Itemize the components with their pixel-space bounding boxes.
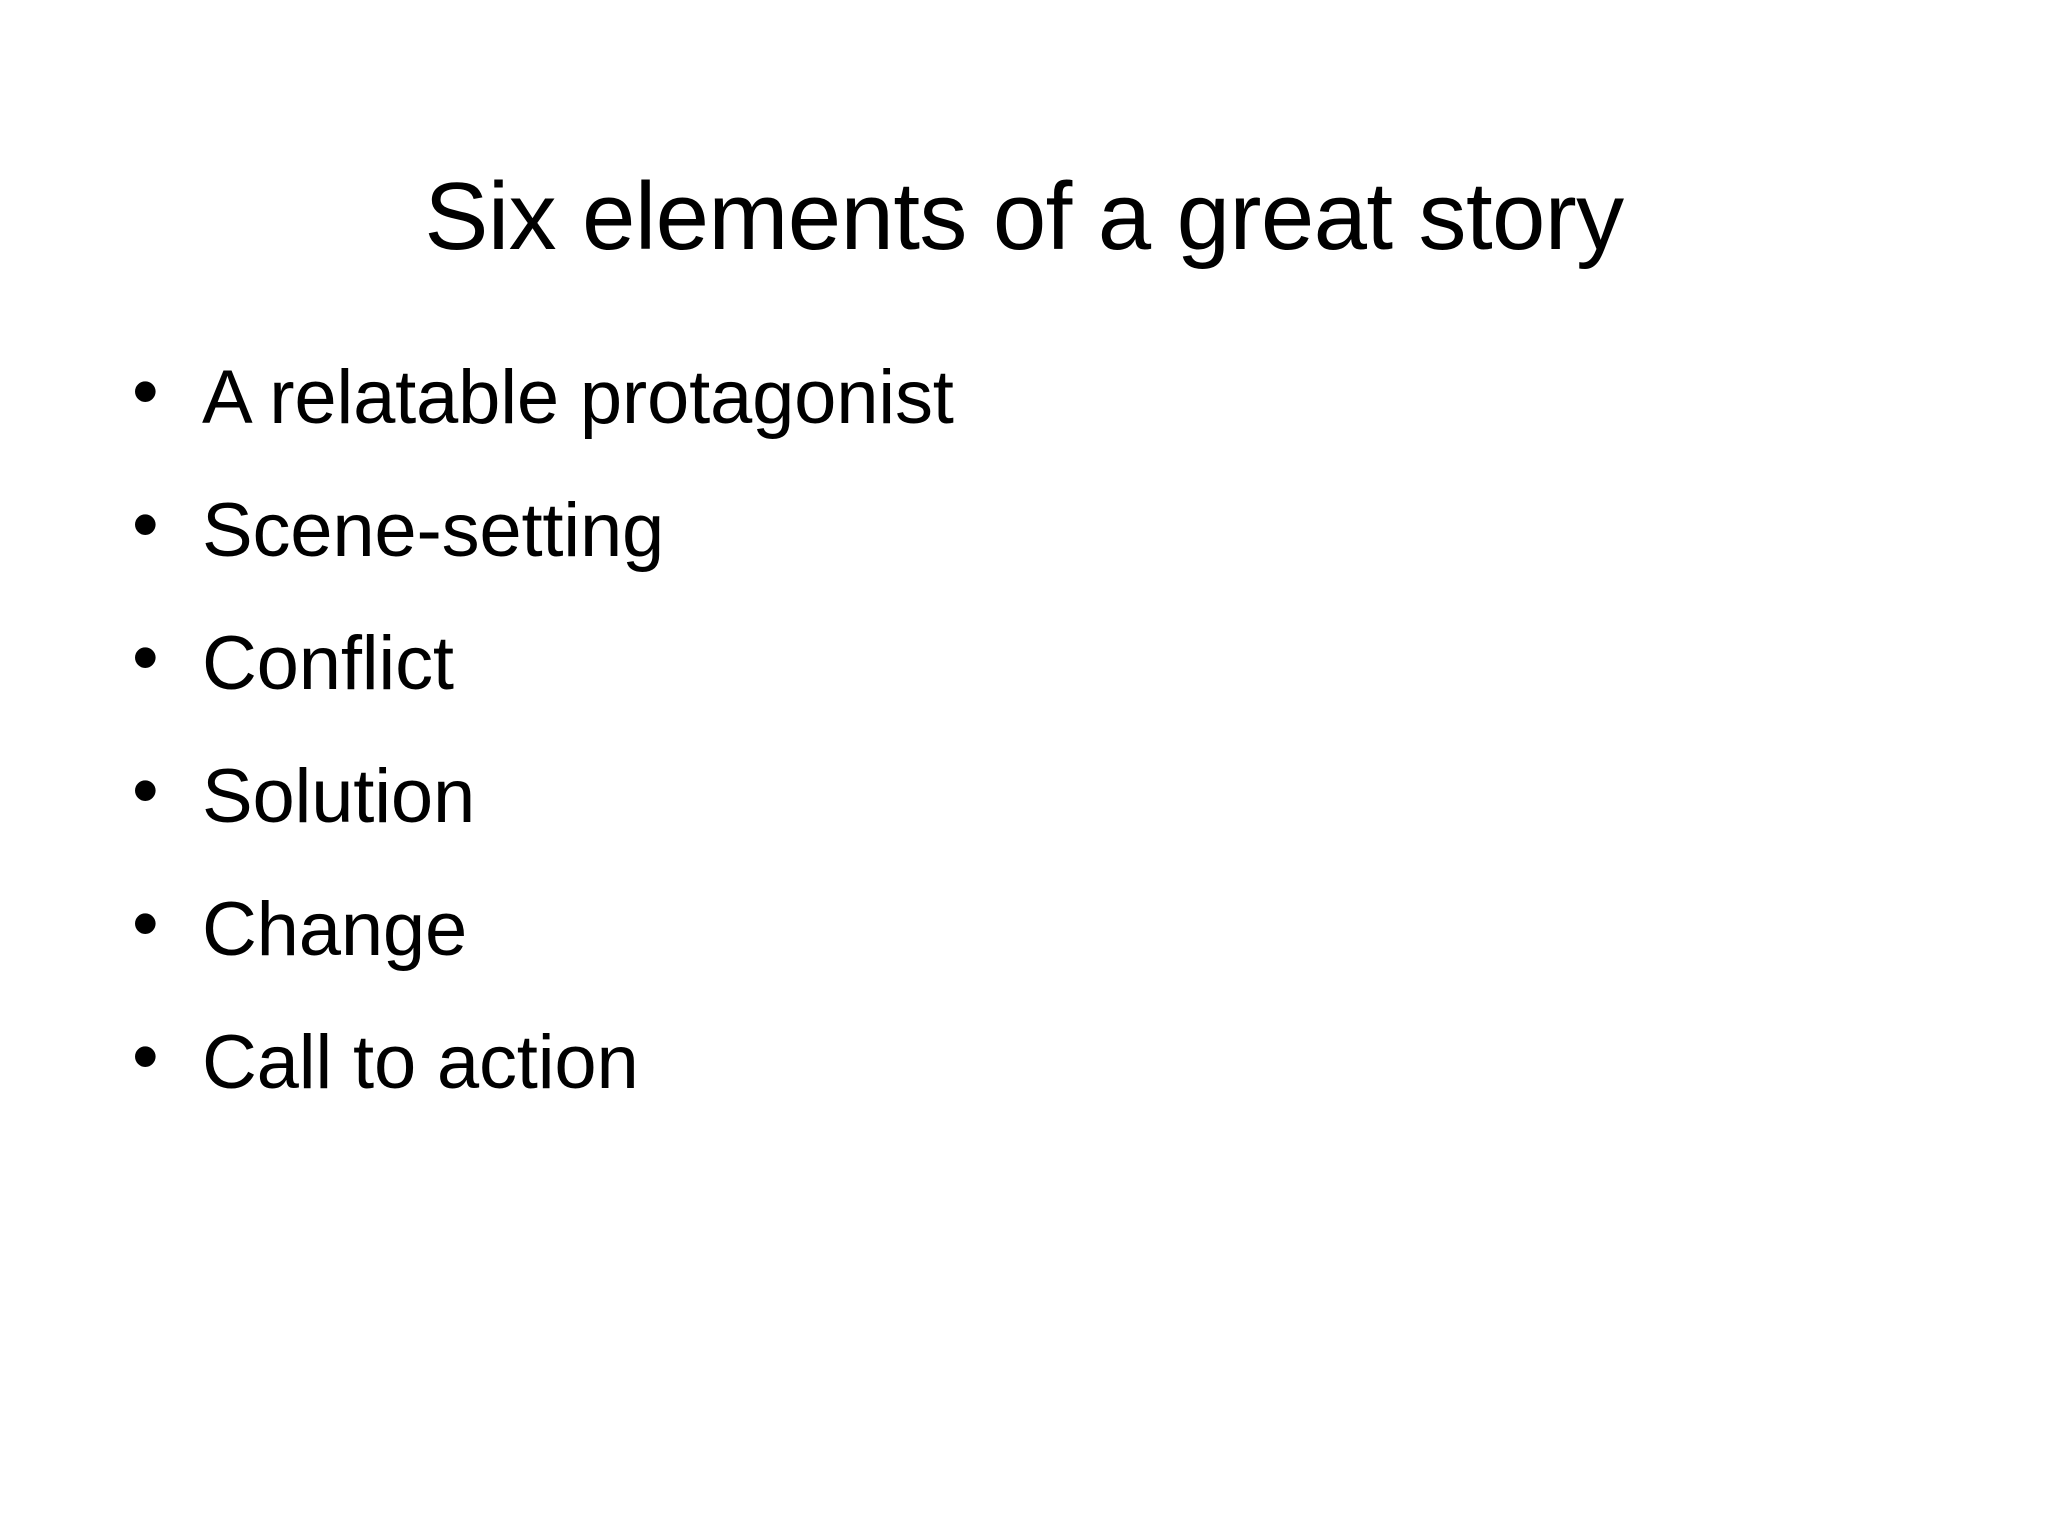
- list-item: • Solution: [128, 753, 1928, 892]
- list-item-label: Conflict: [202, 621, 454, 706]
- list-item-label: Change: [202, 887, 468, 972]
- bullet-dot-icon: •: [132, 881, 159, 966]
- list-item: • Conflict: [128, 620, 1928, 759]
- list-item-label: Scene-setting: [202, 488, 665, 573]
- bullet-list: • A relatable protagonist • Scene-settin…: [128, 354, 1928, 1158]
- bullet-dot-icon: •: [132, 349, 159, 434]
- list-item-label: Solution: [202, 754, 476, 839]
- bullet-dot-icon: •: [132, 615, 159, 700]
- list-item: • A relatable protagonist: [128, 354, 1928, 493]
- list-item: • Scene-setting: [128, 487, 1928, 626]
- page-title: Six elements of a great story: [424, 163, 1624, 271]
- bullet-dot-icon: •: [132, 482, 159, 567]
- list-item: • Change: [128, 886, 1928, 1025]
- slide-title-placeholder: Six elements of a great story: [128, 96, 1920, 270]
- slide-empty-area: [0, 1150, 2048, 1536]
- list-item: • Call to action: [128, 1019, 1928, 1158]
- bullet-dot-icon: •: [132, 748, 159, 833]
- list-item-label: A relatable protagonist: [202, 355, 954, 440]
- slide-body-placeholder: • A relatable protagonist • Scene-settin…: [128, 354, 1928, 1380]
- list-item-label: Call to action: [202, 1020, 639, 1105]
- bullet-dot-icon: •: [132, 1014, 159, 1099]
